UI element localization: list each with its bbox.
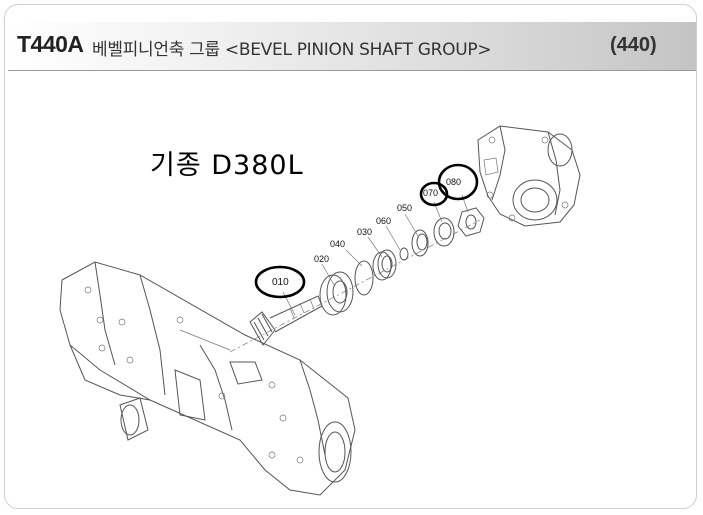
page-number: (440) xyxy=(610,34,657,56)
callout-050: 050 xyxy=(397,203,412,213)
part-010-drawing xyxy=(249,295,323,346)
part-020-drawing xyxy=(319,271,354,316)
part-030-drawing xyxy=(372,249,397,281)
axle-housing-drawing xyxy=(59,261,356,496)
callout-080: 080 xyxy=(446,177,461,187)
highlight-circle-080 xyxy=(437,163,479,201)
rear-housing-drawing xyxy=(477,125,581,227)
callout-030: 030 xyxy=(357,227,372,237)
part-050-drawing xyxy=(411,229,429,257)
part-080-drawing xyxy=(457,207,485,237)
callout-020: 020 xyxy=(314,254,329,264)
part-040-drawing xyxy=(354,260,374,296)
page-frame xyxy=(4,4,697,509)
callout-060: 060 xyxy=(376,216,391,226)
callout-070: 070 xyxy=(423,188,438,198)
model-label: 기종 D380L xyxy=(150,150,304,181)
leader-lines xyxy=(282,194,469,316)
document-code: T440A xyxy=(17,31,84,57)
part-060-drawing xyxy=(399,247,409,261)
header-bar xyxy=(8,22,696,71)
highlight-circle-010 xyxy=(254,265,306,299)
document-title: 베벨피니언축 그룹 <BEVEL PINION SHAFT GROUP> xyxy=(92,40,492,60)
callout-010: 010 xyxy=(272,277,289,288)
model-label-box xyxy=(12,90,302,202)
part-070-drawing xyxy=(433,217,455,247)
callout-040: 040 xyxy=(330,239,345,249)
highlight-circle-070 xyxy=(419,181,449,207)
